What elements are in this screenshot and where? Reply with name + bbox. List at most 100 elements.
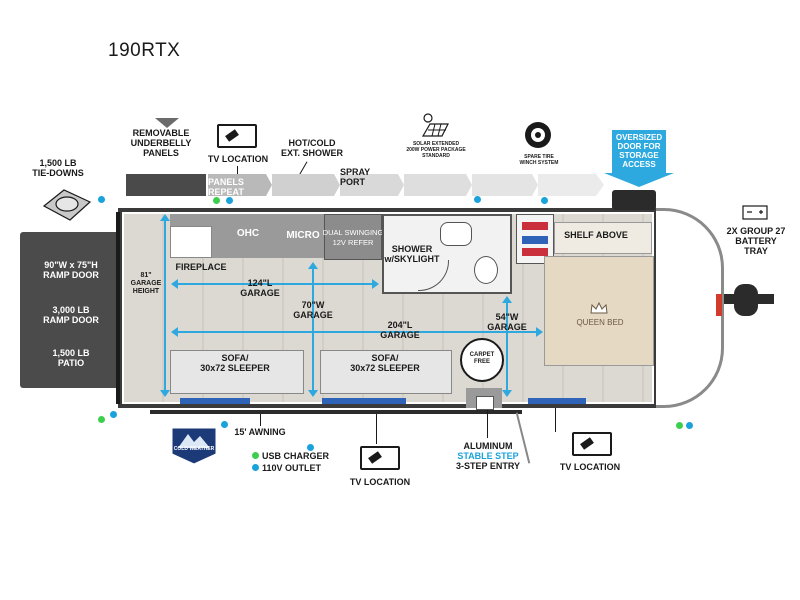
outlet-legend-label: 110V OUTLET bbox=[262, 463, 322, 473]
dim-204-label: 204"L GARAGE bbox=[380, 320, 420, 340]
panels-repeat-label: PANELS REPEAT bbox=[208, 177, 244, 197]
dim-204-arrow-right bbox=[536, 327, 543, 337]
usb-dot bbox=[213, 197, 220, 204]
queen-bed-label: QUEEN BED bbox=[576, 318, 624, 327]
outlet-dot bbox=[98, 196, 105, 203]
dim-54-line bbox=[506, 302, 508, 394]
tie-downs-label: 1,500 LB TIE-DOWNS bbox=[32, 158, 84, 178]
awning-bar bbox=[150, 410, 522, 414]
carpet-free-label: CARPET FREE bbox=[469, 352, 495, 365]
garage-height-dim bbox=[164, 218, 166, 394]
cold-weather-label: COLD WEATHER bbox=[173, 446, 215, 452]
sofa-right-label: SOFA/ 30x72 SLEEPER bbox=[350, 353, 420, 373]
taillight bbox=[716, 294, 722, 316]
outlet-dot bbox=[110, 411, 117, 418]
carpet-free-badge bbox=[460, 338, 504, 382]
solar-panel-icon bbox=[421, 113, 449, 137]
usb-legend-label: USB CHARGER bbox=[262, 451, 330, 461]
tv-bottom-mid-icon bbox=[360, 446, 400, 470]
dim-70-arrow-up bbox=[308, 262, 318, 269]
refer-label: DUAL SWINGING 12V REFER bbox=[322, 228, 384, 247]
fireplace-label: FIREPLACE bbox=[175, 262, 227, 272]
cold-weather-badge-icon bbox=[171, 427, 217, 465]
refrigerator bbox=[324, 214, 382, 260]
battery-label: 2X GROUP 27 BATTERY TRAY bbox=[726, 226, 786, 256]
patio-label: 1,500 LB PATIO bbox=[52, 348, 90, 368]
dim-70-arrow-down bbox=[308, 390, 318, 397]
ohc-label: OHC bbox=[236, 228, 260, 239]
storage-item-red-2 bbox=[522, 248, 548, 256]
aluminum-label: ALUMINUM bbox=[463, 441, 513, 451]
outlet-dot bbox=[474, 196, 481, 203]
storage-hatch bbox=[612, 190, 656, 210]
dim-124-label: 124"L GARAGE bbox=[240, 278, 280, 298]
sink bbox=[440, 222, 472, 246]
ramp-door bbox=[20, 232, 126, 388]
sofa-left-label: SOFA/ 30x72 SLEEPER bbox=[200, 353, 270, 373]
dim-204-line bbox=[176, 331, 540, 333]
ramp-door-weight-label: 3,000 LB RAMP DOOR bbox=[43, 305, 99, 325]
usb-legend-dot bbox=[252, 452, 259, 459]
dim-124-arrow-right bbox=[372, 279, 379, 289]
model-title: 190RTX bbox=[108, 40, 181, 61]
sofa-left bbox=[170, 350, 304, 394]
solar-label: SOLAR EXTENDED 200W POWER PACKAGE STANDA… bbox=[406, 141, 466, 159]
dim-124-line bbox=[176, 283, 374, 285]
spare-tire-icon bbox=[525, 122, 551, 148]
outlet-dot bbox=[226, 197, 233, 204]
underbelly-panel-band bbox=[126, 174, 604, 196]
tv-bottom-right-label: TV LOCATION bbox=[559, 462, 621, 472]
oversized-door-arrow-icon bbox=[604, 173, 674, 187]
dim-54-label: 54"W GARAGE bbox=[487, 312, 527, 332]
ramp-door-size-label: 90"W x 75"H RAMP DOOR bbox=[43, 260, 99, 280]
usb-dot bbox=[98, 416, 105, 423]
storage-item-blue bbox=[522, 236, 548, 244]
micro-label: MICRO bbox=[286, 230, 320, 241]
tv-top-icon bbox=[217, 124, 257, 148]
awning-leader bbox=[260, 414, 261, 426]
removable-panels-label: REMOVABLE UNDERBELLY PANELS bbox=[130, 128, 192, 158]
dim-70-label: 70"W GARAGE bbox=[293, 300, 333, 320]
storage-item-red bbox=[522, 222, 548, 230]
side-window-right bbox=[528, 398, 586, 404]
removable-panels-arrow-icon bbox=[155, 118, 179, 128]
battery-icon bbox=[742, 205, 768, 220]
entry-step bbox=[476, 396, 494, 410]
garage-rear-wall bbox=[116, 212, 120, 404]
dim-70-line bbox=[312, 268, 314, 394]
spare-tire-label: SPARE TIRE WINCH SYSTEM bbox=[519, 154, 559, 166]
outlet-dot bbox=[221, 421, 228, 428]
outlet-dot bbox=[541, 197, 548, 204]
dim-54-arrow-down bbox=[502, 390, 512, 397]
outlet-legend-dot bbox=[252, 464, 259, 471]
tv-bottom-right-icon bbox=[572, 432, 612, 456]
tv-top-label: TV LOCATION bbox=[207, 154, 269, 164]
tv-bottom-right-leader bbox=[555, 408, 556, 432]
dim-54-arrow-up bbox=[502, 296, 512, 303]
usb-dot bbox=[676, 422, 683, 429]
shower-label: SHOWER w/SKYLIGHT bbox=[384, 244, 440, 264]
outlet-dot bbox=[686, 422, 693, 429]
toilet bbox=[474, 256, 498, 284]
crown-icon bbox=[590, 302, 608, 314]
three-step-label: 3-STEP ENTRY bbox=[455, 461, 520, 471]
side-window-left bbox=[180, 398, 250, 404]
garage-height-arrow-down bbox=[160, 390, 170, 397]
step-leader bbox=[487, 410, 488, 438]
garage-height-arrow-up bbox=[160, 214, 170, 221]
stable-step-label: STABLE STEP bbox=[457, 451, 519, 461]
side-window-mid bbox=[322, 398, 406, 404]
outlet-dot bbox=[307, 444, 314, 451]
hitch-jack bbox=[734, 284, 758, 316]
tie-down-icon bbox=[42, 189, 92, 221]
front-cap bbox=[656, 208, 724, 408]
fireplace-block bbox=[170, 226, 212, 258]
tv-bottom-mid-label: TV LOCATION bbox=[349, 477, 411, 487]
oversized-door-badge bbox=[612, 130, 666, 174]
shelf-area bbox=[554, 222, 652, 254]
spray-port-label: SPRAY PORT bbox=[340, 167, 371, 187]
sofa-right bbox=[320, 350, 452, 394]
hot-cold-shower-label: HOT/COLD EXT. SHOWER bbox=[280, 138, 343, 158]
shelf-label: SHELF ABOVE bbox=[564, 230, 628, 240]
garage-height-label: 81" GARAGE HEIGHT bbox=[130, 272, 162, 295]
